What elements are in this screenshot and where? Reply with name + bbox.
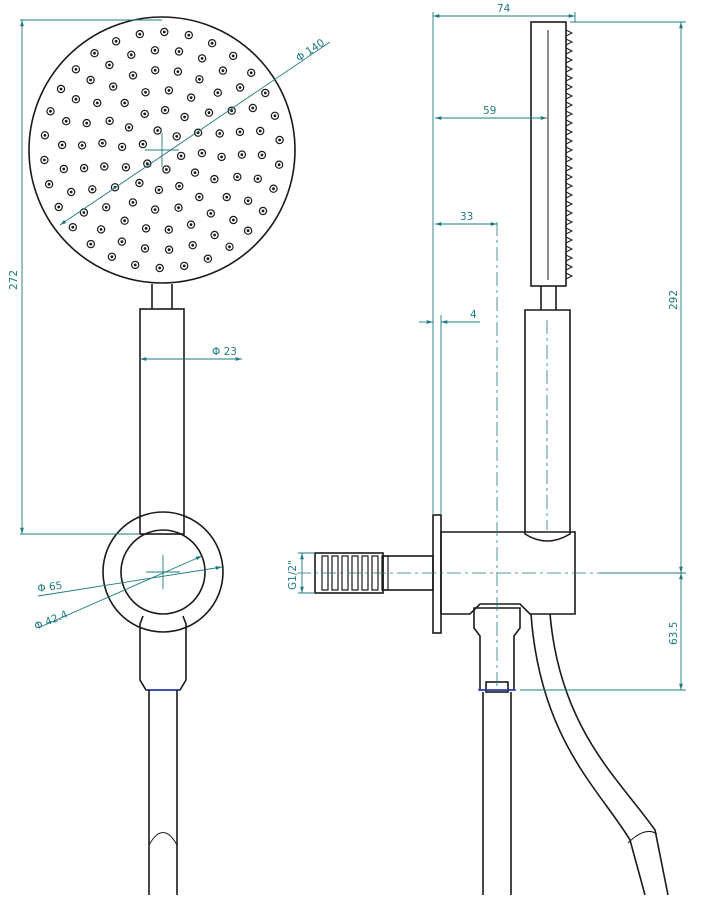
handle-front (139, 308, 185, 535)
holder-outer-ring (102, 511, 224, 633)
dim-overall-height-front: 272 (8, 270, 20, 290)
front-view: Φ 140 Φ 23 272 Φ 65 Φ 42.4 (8, 16, 331, 895)
dim-holder-inner: Φ 42.4 (33, 608, 70, 632)
dim-head-diameter: Φ 140 (294, 37, 327, 65)
holder-body-side (440, 531, 576, 615)
dim-depth-59: 59 (483, 105, 496, 117)
dim-total-depth: 74 (497, 3, 511, 15)
dim-handle-diameter: Φ 23 (212, 346, 237, 358)
dim-holder-outer: Φ 65 (37, 580, 63, 595)
head-profile (530, 21, 567, 287)
side-view: 74 59 33 4 292 63.5 G1/2" (287, 3, 686, 896)
dim-depth-33: 33 (460, 211, 473, 223)
handle-side (524, 309, 571, 542)
dim-outlet-offset: 63.5 (668, 622, 680, 645)
holder-inner-ring (120, 529, 206, 615)
dim-thread: G1/2" (287, 560, 299, 590)
dim-overall-height-side: 292 (668, 290, 680, 310)
head-nozzle-teeth (547, 29, 574, 280)
wall-plate (432, 514, 442, 634)
nozzle-grid (40, 27, 284, 273)
shower-head-outline (28, 16, 296, 284)
dim-plate-thickness: 4 (470, 309, 477, 321)
